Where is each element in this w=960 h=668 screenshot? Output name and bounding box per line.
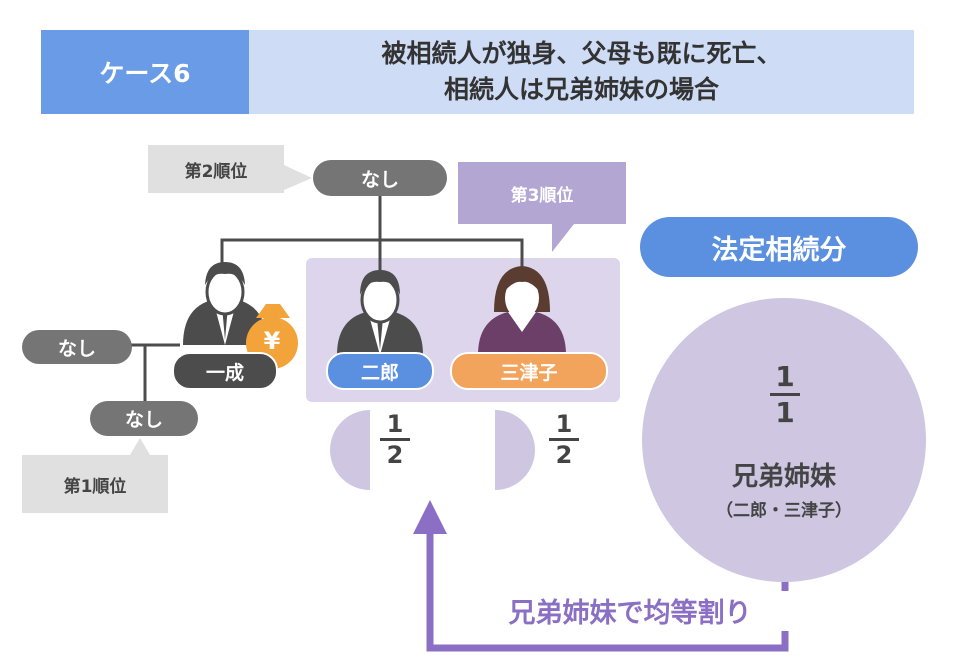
half-circle-1 [330, 410, 370, 490]
children-node: なし [90, 401, 198, 436]
rank-1-label: 第1順位 [22, 455, 168, 513]
title-line-1: 被相続人が独身、父母も既に死亡、 [381, 39, 782, 68]
sibling-jiro-node: 二郎 [326, 352, 434, 390]
parents-node: なし [313, 160, 447, 196]
person-jiro-icon [337, 270, 423, 355]
legal-share-heirs: 兄弟姉妹 [731, 462, 836, 492]
spouse-node: なし [22, 330, 132, 364]
siblings-bar [220, 238, 524, 272]
person-deceased-icon [183, 262, 267, 345]
arrow-head [413, 500, 447, 534]
yen-symbol: ¥ [263, 327, 281, 355]
page-title: 被相続人が独身、父母も既に死亡、 相続人は兄弟姉妹の場合 [249, 30, 914, 114]
rank2-tail [284, 165, 312, 190]
legal-share-title: 法定相続分 [640, 217, 918, 277]
rank-2-label: 第2順位 [148, 145, 284, 193]
title-line-2: 相続人は兄弟姉妹の場合 [443, 75, 719, 104]
share-jiro-denominator: 2 [386, 441, 404, 469]
sibling-mitsuko-node: 三津子 [450, 352, 608, 390]
share-mitsuko-numerator: 1 [549, 410, 579, 441]
case-label: ケース6 [41, 30, 249, 114]
legal-share-denominator: 1 [775, 396, 795, 429]
legal-share-numerator: 1 [770, 360, 800, 396]
half-circle-2 [495, 410, 535, 490]
legal-share-circle [642, 298, 926, 582]
rank1-tail [130, 438, 150, 455]
equal-split-label: 兄弟姉妹で均等割り [470, 591, 790, 631]
legal-share-heirs-detail: （二郎・三津子） [716, 501, 852, 521]
rank-3-label: 第3順位 [458, 162, 626, 224]
deceased-node: 一成 [172, 352, 278, 390]
share-jiro: 1 2 [380, 410, 410, 469]
share-mitsuko: 1 2 [549, 410, 579, 469]
person-mitsuko-icon [478, 266, 566, 355]
share-jiro-numerator: 1 [380, 410, 410, 441]
rank3-tail [552, 224, 574, 252]
legal-share-fraction: 1 1 [770, 360, 800, 429]
share-mitsuko-denominator: 2 [555, 441, 573, 469]
